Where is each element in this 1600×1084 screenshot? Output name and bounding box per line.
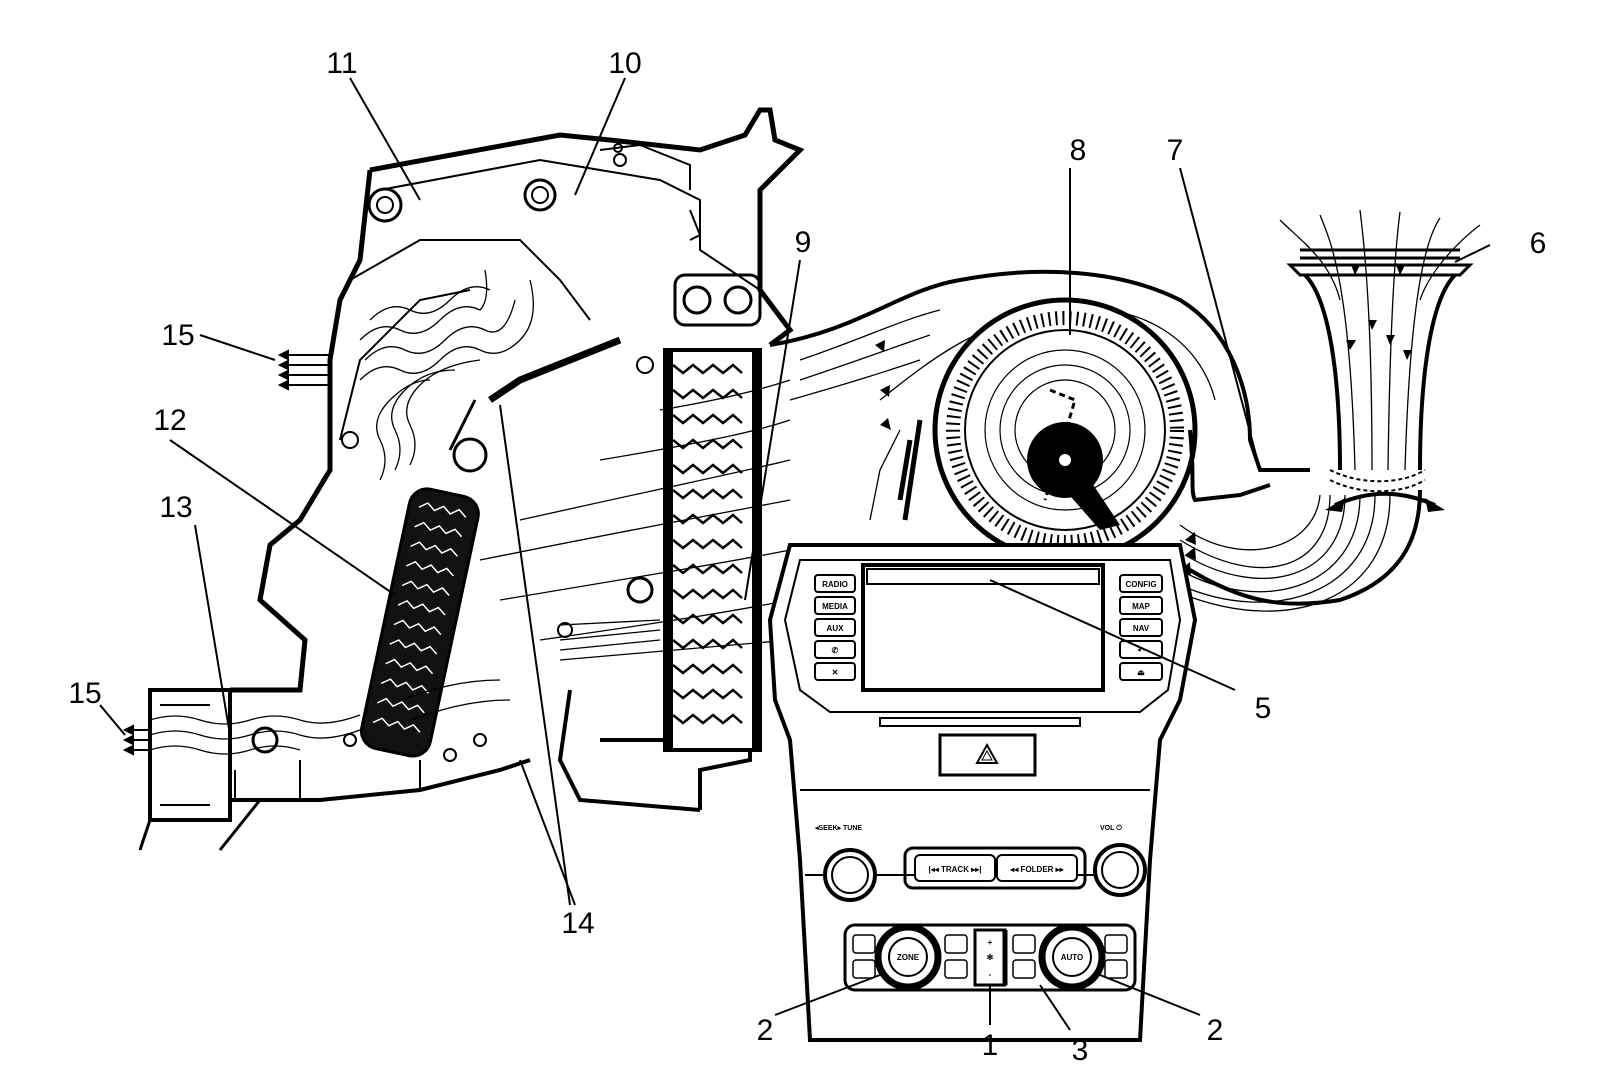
- phone-icon: ✆: [832, 646, 839, 655]
- volume-label: VOL ⏻: [1100, 824, 1122, 832]
- callout-5: 5: [1255, 692, 1272, 725]
- volume-knob[interactable]: [1093, 843, 1147, 897]
- callout-10: 10: [608, 47, 641, 80]
- media-button-label: MEDIA: [822, 602, 848, 611]
- radio-faceplate: [767, 543, 1198, 1042]
- callout-6: 6: [1530, 227, 1547, 260]
- hazard-button[interactable]: [938, 733, 1037, 777]
- callout-13: 13: [159, 491, 192, 524]
- blower-wheel: [897, 297, 1271, 563]
- fan-icon: ✻: [987, 953, 994, 962]
- phone-button[interactable]: ✆: [814, 640, 856, 659]
- callout-14: 14: [561, 907, 594, 940]
- callout-1: 1: [982, 1029, 999, 1062]
- back-icon: ↶: [1137, 646, 1145, 655]
- radio-button-label: RADIO: [822, 580, 848, 589]
- seek-tune-label: ◂SEEK▸ TUNE: [814, 825, 862, 832]
- radio-button-media[interactable]: MEDIA: [814, 596, 856, 615]
- evaporator-core: [663, 348, 762, 752]
- radio-button-map[interactable]: MAP: [1119, 596, 1163, 615]
- hvac-module-housing: [138, 107, 805, 851]
- aux-button-label: AUX: [827, 624, 845, 633]
- folder-button[interactable]: ◂◂ FOLDER ▸▸: [996, 854, 1078, 882]
- tune-knob[interactable]: [823, 848, 877, 902]
- mute-icon: ✕: [832, 668, 839, 677]
- auto-knob-label: AUTO: [1061, 953, 1084, 962]
- fan-speed-switch[interactable]: + ✻ -: [973, 928, 1008, 987]
- fan-minus-label: -: [989, 970, 992, 979]
- radio-button-aux[interactable]: AUX: [814, 618, 856, 637]
- air-inlet: [1279, 209, 1481, 512]
- radio-button-radio[interactable]: RADIO: [814, 574, 856, 593]
- callout-2-left: 2: [757, 1014, 774, 1047]
- callout-2-right: 2: [1207, 1014, 1224, 1047]
- track-button-label: |◂◂ TRACK ▸▸|: [929, 865, 982, 874]
- callout-15-lower: 15: [68, 677, 101, 710]
- config-button-label: CONFIG: [1125, 580, 1156, 589]
- callout-11: 11: [326, 47, 357, 80]
- fan-plus-label: +: [988, 938, 993, 947]
- zone-knob-label: ZONE: [897, 953, 920, 962]
- mute-button[interactable]: ✕: [814, 662, 856, 681]
- nav-button-label: NAV: [1133, 624, 1150, 633]
- outlet-arrows-upper: [277, 349, 330, 391]
- map-button-label: MAP: [1132, 602, 1150, 611]
- radio-button-nav[interactable]: NAV: [1119, 618, 1163, 637]
- radio-button-config[interactable]: CONFIG: [1119, 574, 1163, 593]
- eject-button[interactable]: ⏏: [1119, 662, 1163, 681]
- track-button[interactable]: |◂◂ TRACK ▸▸|: [914, 854, 996, 882]
- outlet-arrows-lower: [122, 724, 150, 756]
- auto-temperature-knob[interactable]: AUTO: [1038, 923, 1106, 991]
- leader-lines: [99, 77, 1491, 1031]
- callout-7: 7: [1167, 134, 1184, 167]
- eject-icon: ⏏: [1137, 668, 1145, 677]
- heater-core: [359, 487, 480, 758]
- zone-temperature-knob[interactable]: ZONE: [874, 923, 942, 991]
- callout-12: 12: [153, 404, 186, 437]
- folder-button-label: ◂◂ FOLDER ▸▸: [1009, 865, 1064, 874]
- callout-3: 3: [1072, 1034, 1089, 1067]
- back-button[interactable]: ↶: [1119, 640, 1163, 659]
- callout-8: 8: [1070, 134, 1087, 167]
- callout-15-upper: 15: [161, 319, 194, 352]
- blower-duct: [769, 269, 1422, 612]
- callout-9: 9: [795, 226, 812, 259]
